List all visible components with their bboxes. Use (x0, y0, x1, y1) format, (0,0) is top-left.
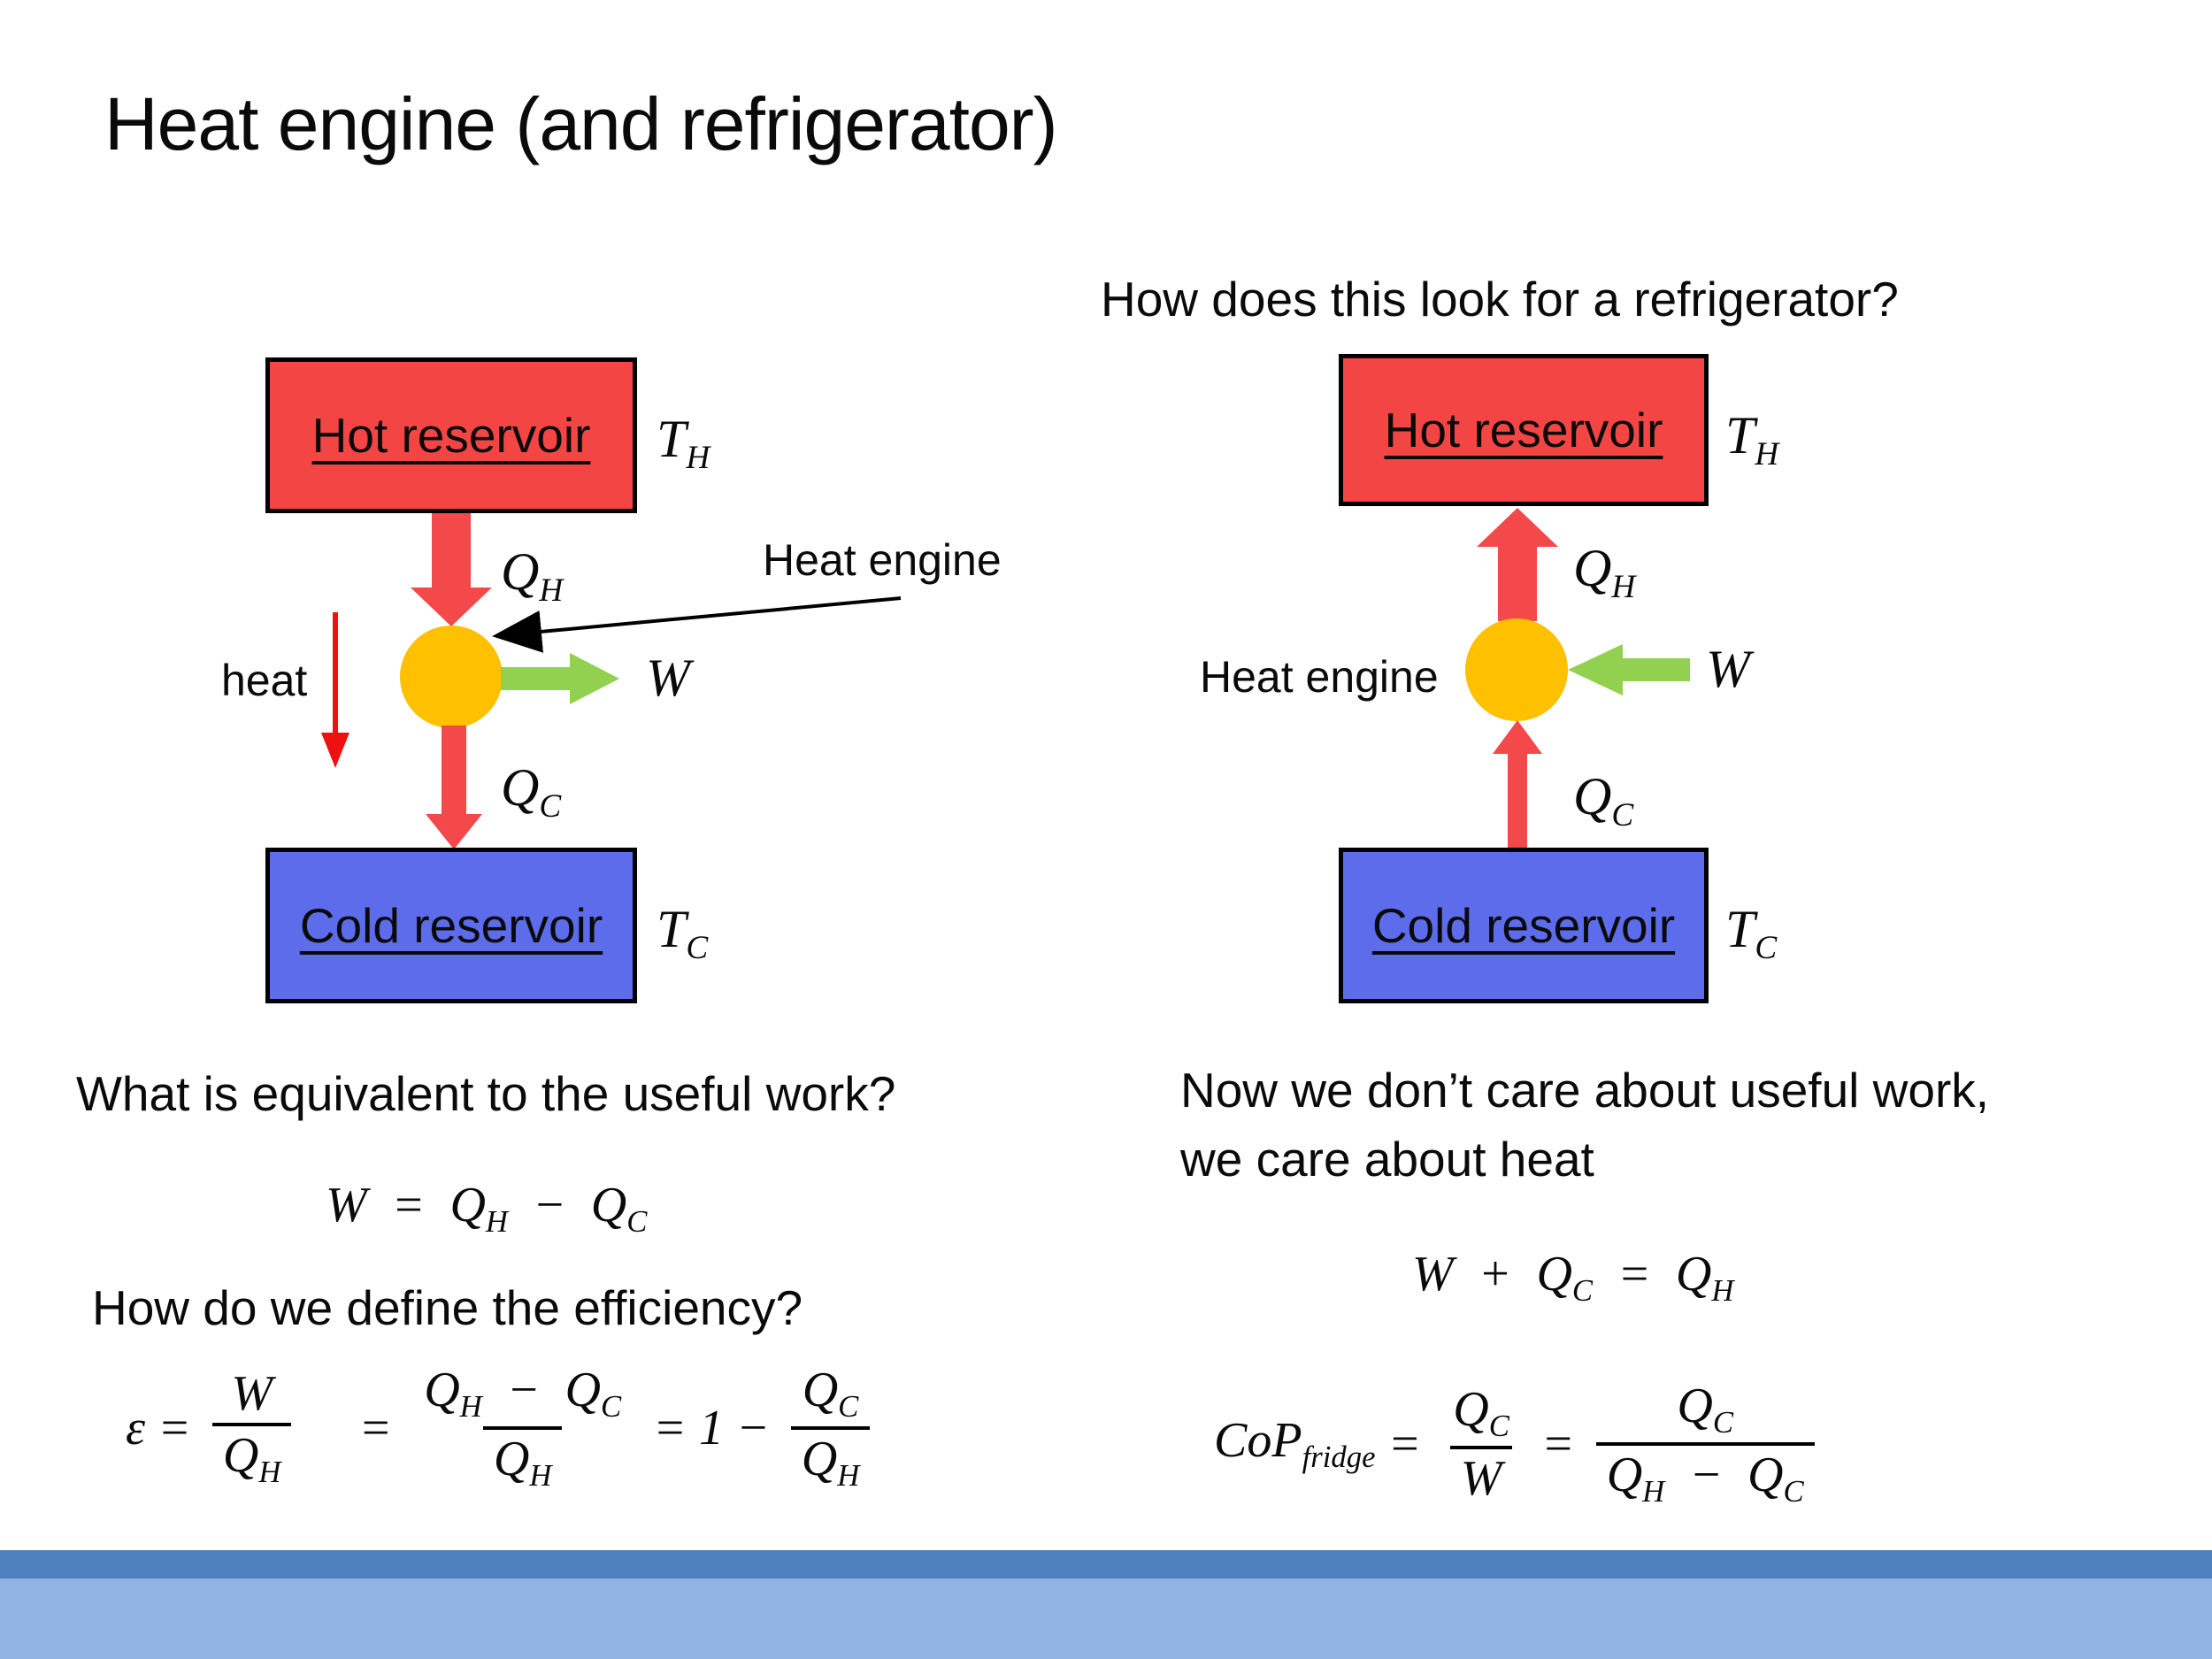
left-cold-reservoir-label: Cold reservoir (299, 898, 603, 953)
left-hot-reservoir-box: Hot reservoir (265, 357, 637, 513)
frac-qh-minus-qc-over-qh: QH − QC QH (413, 1361, 632, 1495)
qh-var: QH (449, 1178, 508, 1240)
left-qc-label: QC (501, 758, 562, 825)
right-cold-reservoir-label: Cold reservoir (1371, 898, 1676, 953)
right-hot-reservoir-label: Hot reservoir (1384, 403, 1663, 457)
left-work-arrow-shape (501, 653, 619, 704)
refrigerator-heading: How does this look for a refrigerator? (1101, 272, 1899, 326)
frac-qc-over-qh-minus-qc: QC QH − QC (1595, 1377, 1815, 1511)
right-tc-label: TC (1725, 900, 1778, 966)
right-qc-arrow-shape (1493, 720, 1542, 849)
eq-useful-work: W = QH − QC (326, 1178, 648, 1240)
left-work-arrow (501, 653, 619, 704)
left-heat-engine-circle (400, 626, 503, 728)
pointer-line (492, 596, 902, 653)
right-heat-engine-label: Heat engine (1200, 652, 1439, 702)
eq-cop: CoPfridge = QC W = QC QH − QC (1214, 1377, 1824, 1511)
heat-direction-arrow (321, 612, 349, 768)
right-qh-arrow-shape (1477, 508, 1558, 621)
left-qh-arrow (411, 513, 492, 626)
question-efficiency: How do we define the efficiency? (92, 1280, 803, 1335)
left-hot-reservoir-label: Hot reservoir (311, 408, 591, 463)
right-qc-arrow (1493, 720, 1542, 849)
right-work-arrow-shape (1568, 644, 1690, 695)
qc-var: QC (590, 1178, 648, 1240)
heat-engine-pointer-arrow (492, 596, 902, 653)
right-work-arrow (1568, 644, 1690, 695)
right-heat-engine-circle (1465, 618, 1568, 721)
footer-bar-light (0, 1578, 2212, 1659)
eq-energy-balance: W + QC = QH (1412, 1247, 1734, 1309)
frac-qc-over-qh: QC QH (790, 1361, 871, 1495)
right-th-label: TH (1725, 406, 1779, 472)
frac-qc-over-w: QC W (1442, 1380, 1520, 1509)
cop-var: CoPfridge (1214, 1413, 1376, 1475)
slide-title: Heat engine (and refrigerator) (104, 82, 1058, 165)
left-w-label: W (646, 649, 690, 707)
heat-label: heat (221, 656, 308, 705)
left-cold-reservoir-box: Cold reservoir (265, 848, 637, 1003)
right-cold-reservoir-box: Cold reservoir (1339, 848, 1709, 1003)
right-qh-label: QH (1573, 539, 1636, 605)
question-useful-work: What is equivalent to the useful work? (76, 1066, 896, 1121)
footer-bar-dark (0, 1550, 2212, 1578)
left-qc-arrow (426, 726, 482, 849)
left-qh-arrow-shape (411, 513, 492, 626)
right-hot-reservoir-box: Hot reservoir (1339, 354, 1709, 506)
frac-w-over-qh: W QH (211, 1364, 292, 1493)
heat-arrow-head (321, 733, 349, 768)
left-heat-engine-label: Heat engine (763, 535, 1002, 585)
right-qh-arrow (1477, 508, 1558, 621)
left-th-label: TH (657, 410, 710, 476)
eq-efficiency: ε = W QH = QH − QC QH = 1 − QC QH (126, 1361, 879, 1495)
right-w-label: W (1706, 640, 1750, 698)
left-qh-label: QH (501, 542, 564, 609)
left-qc-arrow-shape (426, 726, 482, 849)
right-qc-label: QC (1573, 767, 1634, 833)
qc-var: QC (1536, 1247, 1594, 1309)
qh-var: QH (1675, 1247, 1734, 1309)
left-tc-label: TC (657, 900, 709, 966)
note-line-2: we care about heat (1180, 1132, 1594, 1187)
note-line-1: Now we don’t care about useful work, (1180, 1063, 1990, 1118)
